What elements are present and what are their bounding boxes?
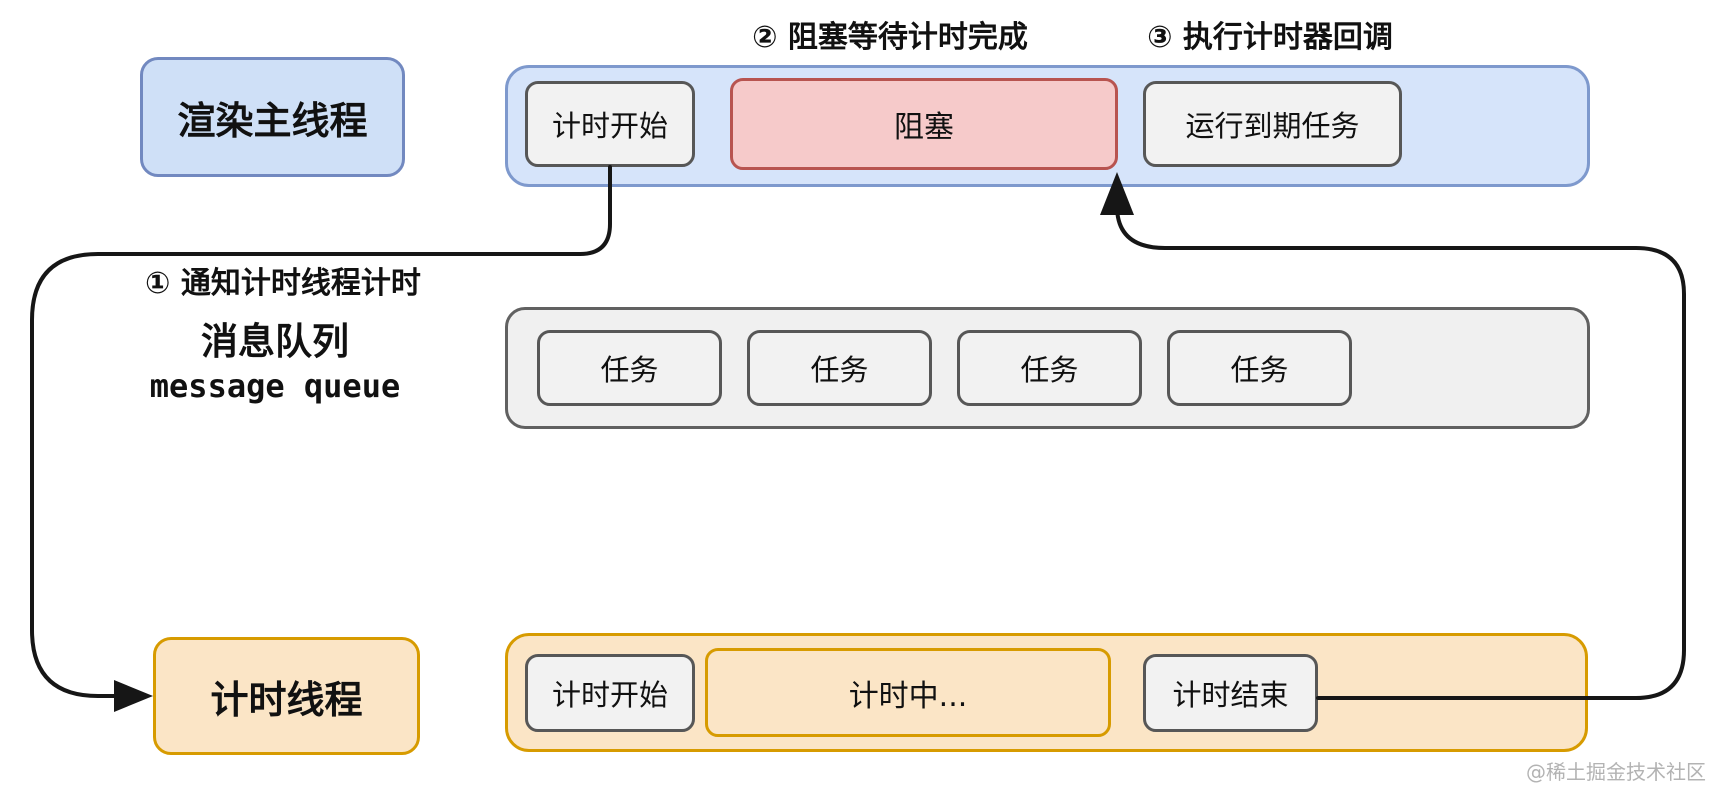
arrowhead-notify-timer-thread xyxy=(114,680,153,712)
render-main-thread-label: 渲染主线程 xyxy=(140,57,405,177)
annotation-step2-block-wait: ② 阻塞等待计时完成 xyxy=(752,20,1028,55)
timer-end-text: 计时结束 xyxy=(1172,678,1289,712)
timer-thread-start-text: 计时开始 xyxy=(551,678,668,712)
queue-task-3-text: 任务 xyxy=(1020,353,1079,387)
queue-task-2: 任务 xyxy=(747,330,932,406)
queue-task-1: 任务 xyxy=(537,330,722,406)
timing-text: 计时中... xyxy=(848,678,968,714)
arrow-notify-timer-thread xyxy=(30,165,612,698)
main-thread-step-timer-start: 计时开始 xyxy=(525,81,695,167)
timer-start-text: 计时开始 xyxy=(551,109,668,143)
juejin-watermark: @稀土掘金技术社区 xyxy=(1526,760,1706,784)
blocked-text: 阻塞 xyxy=(894,110,954,145)
message-queue-label-en: message queue xyxy=(149,367,401,406)
arrow-timer-done-callback xyxy=(1115,190,1686,700)
timer-thread-step-timer-start: 计时开始 xyxy=(525,654,695,732)
timer-thread-step-timing: 计时中... xyxy=(705,648,1111,737)
queue-task-4-text: 任务 xyxy=(1230,353,1289,387)
annotation-step3-run-callback: ③ 执行计时器回调 xyxy=(1147,20,1393,55)
timer-thread-label: 计时线程 xyxy=(153,637,420,755)
queue-task-4: 任务 xyxy=(1167,330,1352,406)
timer-thread-text: 计时线程 xyxy=(210,677,363,722)
render-main-thread-text: 渲染主线程 xyxy=(177,98,368,143)
queue-task-3: 任务 xyxy=(957,330,1142,406)
message-queue-label: 消息队列 message queue xyxy=(75,318,475,408)
run-expired-tasks-text: 运行到期任务 xyxy=(1185,109,1360,143)
main-thread-step-run-expired-tasks: 运行到期任务 xyxy=(1143,81,1402,167)
queue-task-2-text: 任务 xyxy=(810,353,869,387)
annotation-step1-notify-timer-thread: ① 通知计时线程计时 xyxy=(145,266,421,301)
queue-task-1-text: 任务 xyxy=(600,353,659,387)
main-thread-step-blocked: 阻塞 xyxy=(730,78,1118,170)
timer-thread-step-timer-end: 计时结束 xyxy=(1143,654,1318,732)
message-queue-label-zh: 消息队列 xyxy=(201,320,349,363)
